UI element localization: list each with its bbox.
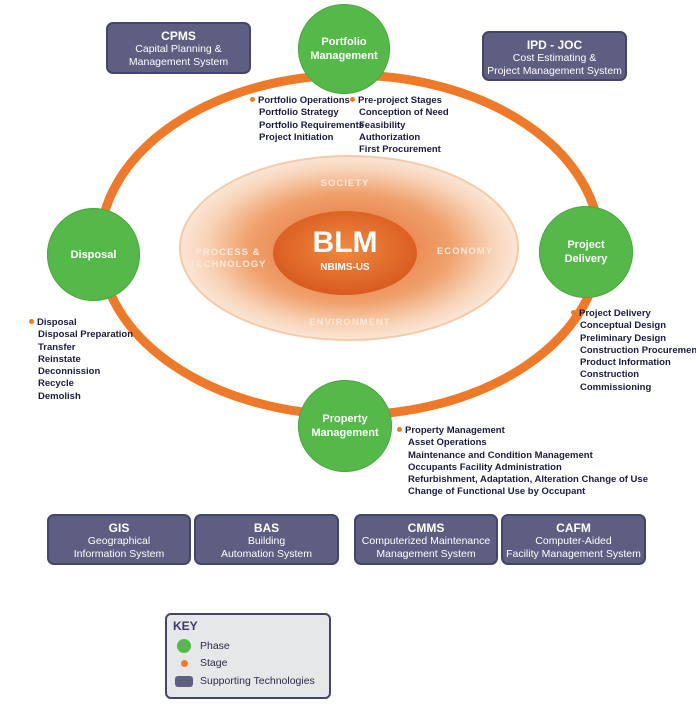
blm-title: BLM (312, 226, 378, 259)
legend-label-phase: Phase (200, 640, 230, 652)
legend-row-stage: Stage (175, 657, 227, 669)
stage-item: Pre-project Stages (358, 95, 442, 106)
tech-swatch-icon (175, 675, 193, 687)
stage-item: Recycle (38, 378, 74, 390)
stage-item: Property Management (405, 425, 505, 436)
legend-label-tech: Supporting Technologies (200, 675, 315, 687)
stage-item: Demolish (38, 390, 81, 402)
ring-label-environment: ENVIRONMENT (309, 317, 391, 328)
stage-item: Change of Functional Use by Occupant (408, 486, 586, 498)
stage-item: Conception of Need (359, 107, 449, 119)
stage-item: Asset Operations (408, 437, 487, 449)
stage-item: Portfolio Strategy (259, 107, 339, 119)
stage-dot (250, 96, 255, 102)
stage-item: Construction Procurement (580, 344, 696, 356)
stage-dot (29, 318, 34, 324)
phase-swatch-icon (177, 639, 191, 653)
ring-label-society: SOCIETY (320, 178, 370, 189)
stage-item: Preliminary Design (580, 332, 667, 344)
tech-cpms[interactable]: CPMS Capital Planning & Management Syste… (106, 22, 251, 74)
tech-cafm-subtitle: Computer-Aided Facility Management Syste… (506, 535, 641, 560)
tech-cpms-subtitle: Capital Planning & Management System (128, 43, 229, 68)
disposal-stage-list: Disposal Disposal Preparation Transfer R… (29, 317, 133, 403)
stage-dot (397, 426, 402, 432)
tech-cmms-title: CMMS (407, 521, 445, 535)
stage-item: Conceptual Design (580, 320, 667, 332)
stage-item: First Procurement (359, 144, 441, 156)
stage-item: Project Initiation (259, 131, 334, 143)
tech-gis-title: GIS (108, 521, 130, 535)
phase-project-delivery[interactable]: Project Delivery (539, 206, 633, 298)
phase-disposal[interactable]: Disposal (47, 208, 140, 301)
stage-item: Refurbishment, Adaptation, Alteration Ch… (408, 474, 648, 486)
stage-item: Occupants Facility Administration (408, 461, 562, 473)
tech-gis[interactable]: GIS Geographical Information System (47, 514, 191, 565)
phase-portfolio-management[interactable]: Portfolio Management (298, 4, 390, 94)
stage-item: Transfer (38, 341, 76, 353)
tech-cafm-title: CAFM (556, 521, 591, 535)
stage-item: Portfolio Requirements (259, 119, 365, 131)
tech-cpms-title: CPMS (161, 29, 196, 43)
legend-row-phase: Phase (175, 639, 230, 653)
preproject-stage-list: Pre-project Stages Conception of Need Fe… (350, 95, 449, 156)
ring-label-economy: ECONOMY (436, 246, 494, 257)
property-stage-list: Property Management Asset Operations Mai… (397, 425, 648, 499)
stage-item: Construction (580, 369, 640, 381)
legend-row-tech: Supporting Technologies (175, 675, 315, 687)
tech-cafm[interactable]: CAFM Computer-Aided Facility Management … (501, 514, 646, 565)
stage-item: Feasibility (359, 119, 406, 131)
tech-bas-subtitle: Building Automation System (220, 535, 313, 560)
stage-swatch-icon (181, 659, 188, 667)
stage-item: Reinstate (38, 353, 81, 365)
blm-subtitle: NBIMS-US (320, 262, 370, 273)
stage-dot (350, 96, 355, 102)
stage-item: Disposal (37, 317, 77, 328)
tech-cmms[interactable]: CMMS Computerized Maintenance Management… (354, 514, 498, 565)
tech-ipd-joc-title: IPD - JOC (526, 38, 583, 52)
stage-item: Project Delivery (579, 308, 651, 319)
tech-gis-subtitle: Geographical Information System (73, 535, 165, 560)
stage-dot (571, 309, 576, 315)
legend-title: KEY (173, 619, 198, 633)
delivery-stage-list: Project Delivery Conceptual Design Preli… (571, 308, 696, 394)
tech-bas-title: BAS (253, 521, 280, 535)
stage-item: Maintenance and Condition Management (408, 449, 593, 461)
legend-key: KEY Phase Stage Supporting Technologies (165, 613, 331, 699)
ring-label-process-technology: PROCESS & TECHNOLOGY (189, 247, 267, 270)
tech-bas[interactable]: BAS Building Automation System (194, 514, 339, 565)
blm-core (273, 211, 417, 295)
stage-item: Commissioning (580, 381, 652, 393)
stage-item: Product Information (580, 357, 671, 369)
stage-item: Portfolio Operations (258, 95, 350, 106)
tech-cmms-subtitle: Computerized Maintenance Management Syst… (361, 535, 491, 560)
portfolio-stage-list: Portfolio Operations Portfolio Strategy … (250, 95, 364, 144)
phase-property-management[interactable]: Property Management (298, 380, 392, 472)
stage-item: Disposal Preparation (38, 329, 134, 341)
stage-item: Authorization (359, 131, 421, 143)
tech-ipd-joc[interactable]: IPD - JOC Cost Estimating & Project Mana… (482, 31, 627, 81)
stage-item: Deconnission (38, 366, 101, 378)
tech-ipd-joc-subtitle: Cost Estimating & Project Management Sys… (487, 52, 622, 77)
legend-label-stage: Stage (200, 657, 228, 669)
